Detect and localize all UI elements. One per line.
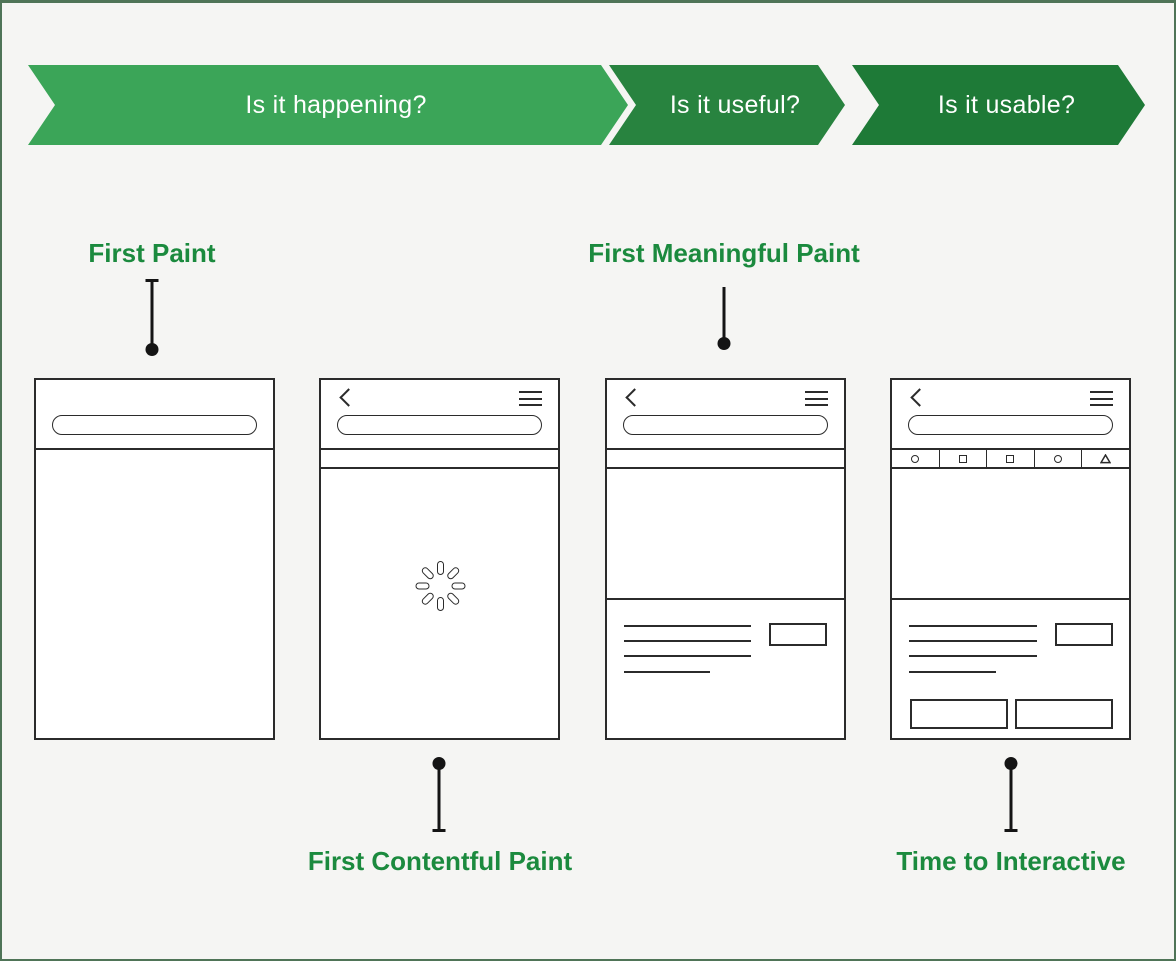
marker-cap bbox=[145, 279, 159, 282]
banner-label: Is it happening? bbox=[245, 90, 427, 119]
marker-dot bbox=[432, 757, 446, 770]
marker-dot bbox=[717, 337, 731, 350]
icon-toolbar bbox=[892, 450, 1129, 469]
banner-label: Is it usable? bbox=[937, 90, 1076, 119]
phone-mockup-first-paint bbox=[34, 378, 275, 740]
hamburger-menu-icon bbox=[519, 391, 542, 406]
toolbar-cell bbox=[987, 450, 1035, 467]
label-first-contentful-paint: First Contentful Paint bbox=[307, 846, 573, 876]
browser-header bbox=[36, 380, 273, 450]
url-bar bbox=[623, 415, 828, 435]
triangle-icon bbox=[1100, 453, 1112, 463]
browser-header bbox=[607, 380, 844, 450]
back-chevron-icon bbox=[910, 388, 929, 407]
empty-toolbar-strip bbox=[607, 450, 844, 469]
marker-stem bbox=[150, 281, 154, 345]
hamburger-menu-icon bbox=[805, 391, 828, 406]
text-skeleton-line bbox=[909, 655, 1037, 657]
button-placeholder-box bbox=[910, 699, 1008, 729]
marker-stem bbox=[437, 767, 441, 830]
marker-cap bbox=[1004, 829, 1018, 832]
marker-dot bbox=[145, 343, 159, 356]
toolbar-cell bbox=[892, 450, 940, 467]
browser-header bbox=[892, 380, 1129, 450]
banner-is-it-useful: Is it useful? bbox=[609, 65, 845, 145]
side-placeholder-box bbox=[769, 623, 827, 646]
circle-icon bbox=[1054, 454, 1063, 463]
banner-is-it-happening: Is it happening? bbox=[28, 65, 628, 145]
square-icon bbox=[1006, 454, 1015, 463]
phone-mockup-first-contentful-paint bbox=[319, 378, 560, 740]
banner-is-it-usable: Is it usable? bbox=[852, 65, 1145, 145]
url-bar bbox=[908, 415, 1113, 435]
marker-dot bbox=[1004, 757, 1018, 770]
phone-mockup-first-meaningful-paint bbox=[605, 378, 846, 740]
marker-cap bbox=[432, 829, 446, 832]
hero-placeholder bbox=[892, 469, 1129, 600]
label-first-meaningful-paint: First Meaningful Paint bbox=[588, 238, 860, 268]
back-chevron-icon bbox=[625, 388, 644, 407]
label-first-paint: First Paint bbox=[88, 238, 216, 268]
back-chevron-icon bbox=[339, 388, 358, 407]
square-icon bbox=[958, 454, 967, 463]
hamburger-menu-icon bbox=[1090, 391, 1113, 406]
text-skeleton-line bbox=[909, 625, 1037, 627]
side-placeholder-box bbox=[1055, 623, 1113, 646]
text-skeleton-line bbox=[624, 625, 751, 627]
circle-icon bbox=[911, 454, 920, 463]
url-bar bbox=[337, 415, 542, 435]
text-skeleton-line bbox=[909, 640, 1037, 642]
text-skeleton-line bbox=[624, 640, 751, 642]
phone-mockup-time-to-interactive bbox=[890, 378, 1131, 740]
marker-stem bbox=[722, 287, 726, 343]
toolbar-cell bbox=[1035, 450, 1083, 467]
marker-stem bbox=[1009, 767, 1013, 830]
empty-toolbar-strip bbox=[321, 450, 558, 469]
text-skeleton-line bbox=[909, 671, 996, 673]
toolbar-cell bbox=[940, 450, 988, 467]
label-time-to-interactive: Time to Interactive bbox=[896, 846, 1126, 876]
banner-label: Is it useful? bbox=[669, 90, 801, 119]
hero-placeholder bbox=[607, 469, 844, 600]
text-skeleton-line bbox=[624, 671, 710, 673]
text-skeleton-line bbox=[624, 655, 751, 657]
url-bar bbox=[52, 415, 257, 435]
button-placeholder-box bbox=[1015, 699, 1113, 729]
toolbar-cell bbox=[1082, 450, 1129, 467]
browser-header bbox=[321, 380, 558, 450]
